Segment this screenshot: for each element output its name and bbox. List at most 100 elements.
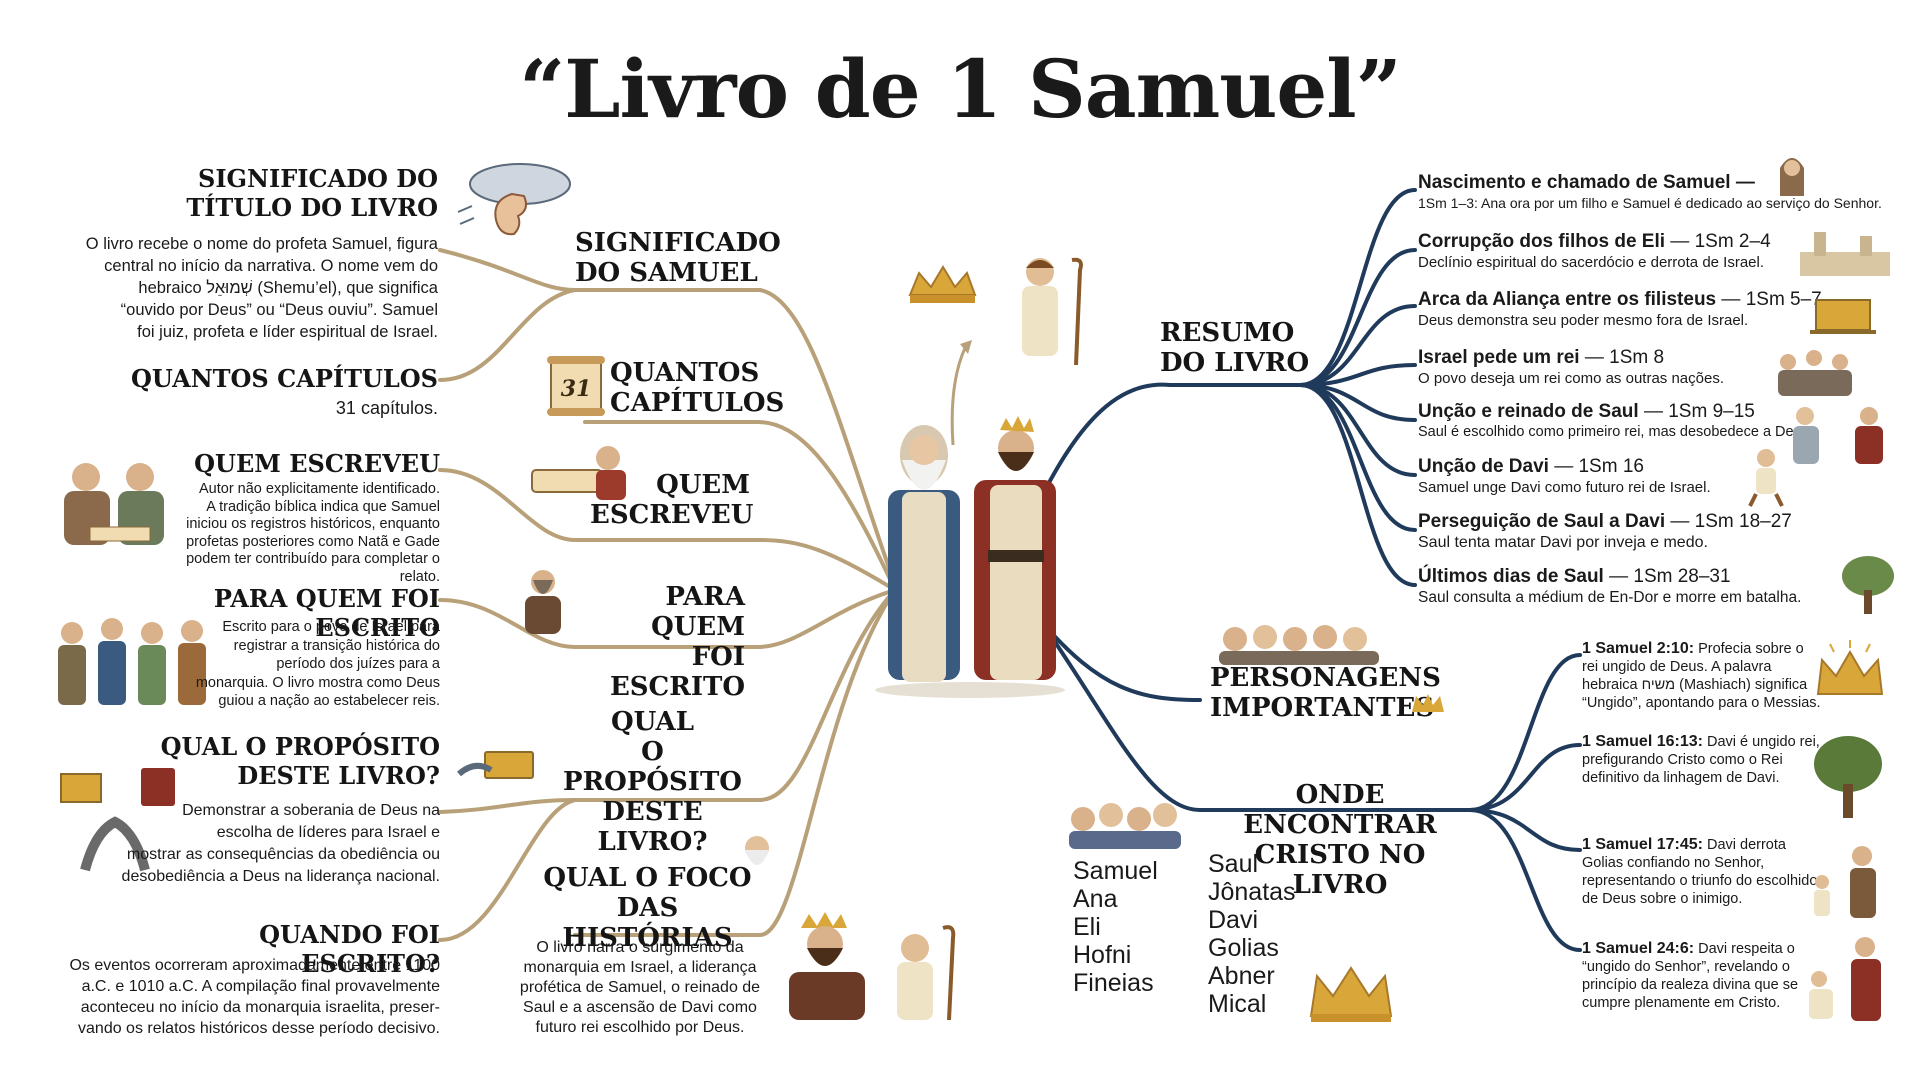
branch-para-quem[interactable]: PARA QUEM FOI ESCRITO xyxy=(609,582,745,702)
sub-connector-proposito xyxy=(438,798,577,814)
branch-capitulos[interactable]: QUANTOS CAPÍTULOS xyxy=(610,358,785,418)
ruins-icon xyxy=(1800,232,1890,276)
branch-significado[interactable]: SIGNIFICADO DO SAMUEL xyxy=(575,228,781,288)
small-crown-icon xyxy=(1412,694,1444,712)
cristo-ref-4: 1 Samuel 24:6: xyxy=(1582,940,1695,957)
resumo-ref-7: — 1Sm 18–27 xyxy=(1665,511,1792,532)
sling-david-icon xyxy=(1748,449,1784,507)
crowd-illustration xyxy=(58,618,206,705)
resumo-desc-3: Deus demonstra seu poder mesmo fora de I… xyxy=(1418,312,1749,329)
respect-anointed-icon xyxy=(1809,937,1881,1021)
fan-cristo-4 xyxy=(1468,808,1582,952)
resumo-title-7: Perseguição de Saul a Davi xyxy=(1418,511,1666,532)
resumo-item-2: Corrupção dos filhos de Eli — 1Sm 2–4 De… xyxy=(1418,231,1918,272)
young-david-illustration xyxy=(1022,257,1083,366)
connector-cristo xyxy=(1038,618,1472,812)
proposito-text: Demonstrar a soberania de Deus na escolh… xyxy=(121,802,440,885)
connector-foco xyxy=(573,588,897,937)
character-name: Samuel xyxy=(1073,857,1158,885)
large-crown-icon xyxy=(1309,966,1393,1022)
connector-capitulos xyxy=(583,419,897,592)
capitulos-text: 31 capítulos. xyxy=(335,398,438,418)
character-name: Golias xyxy=(1208,934,1279,962)
characters-group-icon xyxy=(1219,625,1379,665)
branch-quem[interactable]: QUEM ESCREVEU xyxy=(590,470,754,530)
resumo-item-3: Arca da Aliança entre os filisteus — 1Sm… xyxy=(1418,289,1918,330)
ark-icon xyxy=(1810,299,1876,334)
resumo-ref-4: — 1Sm 8 xyxy=(1579,347,1665,368)
resumo-title-1: Nascimento e chamado de Samuel — xyxy=(1418,172,1755,193)
resumo-item-6: Unção de Davi — 1Sm 16 Samuel unge Davi … xyxy=(1418,456,1918,497)
fan-resumo-6 xyxy=(1298,383,1417,477)
crossroads-thrones-illustration xyxy=(60,768,175,872)
character-name: Hofni xyxy=(1073,941,1132,969)
character-name: Saul xyxy=(1208,850,1259,878)
resumo-item-8: Últimos dias de Saul — 1Sm 28–31 Saul co… xyxy=(1418,566,1918,607)
cristo-text-2: Davi é ungido rei, prefigurando Cristo c… xyxy=(1582,734,1820,786)
titulo-text: O livro recebe o nome do profeta Samuel,… xyxy=(85,235,438,341)
quem-text: Autor não explicitamente identificado. A… xyxy=(186,481,440,585)
cristo-item-4: 1 Samuel 24:6: Davi respeita o “ungido d… xyxy=(1582,940,1822,1012)
para-quem-heading: PARA QUEM FOI ESCRITO xyxy=(213,584,440,642)
character-name: Jônatas xyxy=(1208,878,1296,906)
character-name: Eli xyxy=(1073,913,1101,941)
branch-proposito[interactable]: QUAL O PROPÓSITO DESTE LIVRO? xyxy=(563,707,742,857)
resumo-ref-3: — 1Sm 5–7 xyxy=(1716,289,1822,310)
para-quem-text: Escrito para o povo de Israel para regis… xyxy=(195,619,440,709)
young-david-crown-illustration xyxy=(908,265,977,303)
cristo-ref-1: 1 Samuel 2:10: xyxy=(1582,640,1695,657)
page-title: “Livro de 1 Samuel” xyxy=(519,42,1401,136)
branch-foco[interactable]: QUAL O FOCO DAS HISTÓRIAS xyxy=(543,863,752,953)
resumo-desc-6: Samuel unge Davi como futuro rei de Isra… xyxy=(1418,479,1711,496)
resumo-ref-5: — 1Sm 9–15 xyxy=(1638,401,1755,422)
connector-resumo xyxy=(1038,382,1302,502)
branch-resumo[interactable]: RESUMO DO LIVRO xyxy=(1160,318,1310,378)
quando-heading: QUANDO FOI ESCRITO? xyxy=(259,920,440,978)
fan-resumo-3 xyxy=(1298,304,1417,387)
fan-resumo-1 xyxy=(1298,188,1417,387)
connector-significado xyxy=(568,288,897,587)
resumo-item-4: Israel pede um rei — 1Sm 8 O povo deseja… xyxy=(1418,347,1918,388)
characters-column-2: Saul Jônatas Davi Golias Abner Mical xyxy=(1208,850,1338,1018)
resumo-ref-6: — 1Sm 16 xyxy=(1548,456,1644,477)
old-man-icon xyxy=(745,836,769,865)
ear-cloud-icon xyxy=(457,163,571,236)
connector-proposito xyxy=(573,588,897,802)
cristo-text-1: Profecia sobre o rei ungido de Deus. A p… xyxy=(1582,641,1821,711)
fan-resumo-2 xyxy=(1298,248,1417,387)
resumo-title-8: Últimos dias de Saul xyxy=(1418,566,1604,587)
quando-text: Os eventos ocorreram aproximadamente ent… xyxy=(69,957,440,1037)
connector-para-quem xyxy=(573,588,897,649)
resumo-item-1: Nascimento e chamado de Samuel — 1Sm 1–3… xyxy=(1418,172,1918,213)
resumo-title-3: Arca da Aliança entre os filisteus xyxy=(1418,289,1717,310)
arrow-to-young-david xyxy=(950,347,967,446)
character-name: Davi xyxy=(1208,906,1259,934)
resumo-title-6: Unção de Davi xyxy=(1418,456,1549,477)
proposito-heading: QUAL O PROPÓSITO DESTE LIVRO? xyxy=(160,732,440,790)
branch-cristo[interactable]: ONDE ENCONTRAR CRISTO NO LIVRO xyxy=(1243,780,1437,900)
character-name: Fineias xyxy=(1073,969,1154,997)
samuel-and-saul-illustration xyxy=(875,416,1065,698)
cristo-ref-3: 1 Samuel 17:45: xyxy=(1582,836,1703,853)
resumo-desc-4: O povo deseja um rei como as outras naçõ… xyxy=(1418,370,1724,387)
ark-covenant-icon xyxy=(457,751,534,779)
quem-heading: QUEM ESCREVEU xyxy=(194,449,440,478)
character-name: Abner xyxy=(1208,962,1275,990)
character-name: Mical xyxy=(1208,990,1267,1018)
sub-connector-capitulos xyxy=(438,288,577,382)
scribe-icon xyxy=(531,446,626,500)
resumo-ref-2: — 1Sm 2–4 xyxy=(1665,231,1771,252)
cristo-item-1: 1 Samuel 2:10: Profecia sobre o rei ungi… xyxy=(1582,640,1822,712)
fan-cristo-3 xyxy=(1468,808,1582,852)
sub-connector-titulo xyxy=(438,248,577,292)
titulo-heading: SIGNIFICADO DO TÍTULO DO LIVRO xyxy=(186,164,438,222)
cristo-item-2: 1 Samuel 16:13: Davi é ungido rei, prefi… xyxy=(1582,733,1822,787)
cristo-text-4: Davi respeita o “ungido do Senhor”, reve… xyxy=(1582,941,1799,1011)
resumo-desc-5: Saul é escolhido como primeiro rei, mas … xyxy=(1418,424,1813,440)
branch-personagens[interactable]: PERSONAGENS IMPORTANTES xyxy=(1210,663,1441,723)
fan-cristo-1 xyxy=(1468,653,1582,812)
characters-column-1: Samuel Ana Eli Hofni Fineias xyxy=(1073,857,1193,997)
sub-connector-para-quem xyxy=(438,598,577,649)
resumo-title-5: Unção e reinado de Saul xyxy=(1418,401,1639,422)
